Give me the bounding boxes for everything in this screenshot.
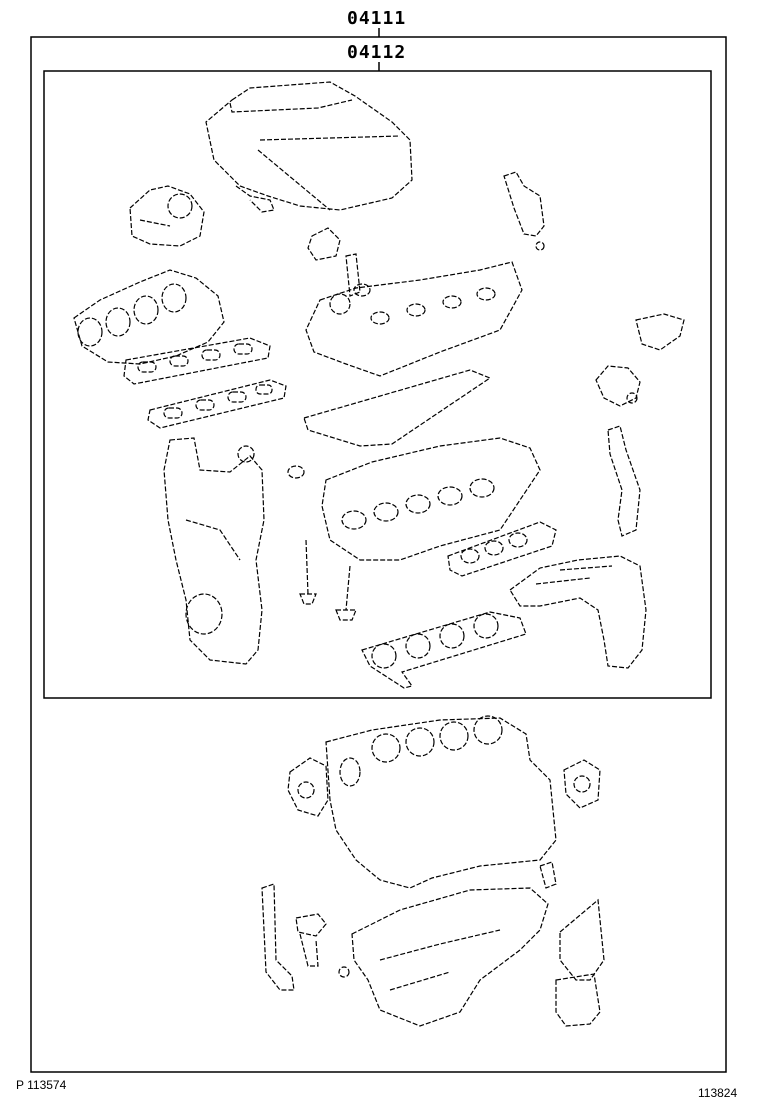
pcv-valve-part — [345, 253, 371, 297]
cylinder-block-part — [325, 715, 557, 889]
rear-plate-gasket-right — [563, 759, 601, 809]
intake-plenum-part — [205, 81, 413, 213]
drain-plug-gasket — [352, 974, 360, 982]
oil-pan-part — [351, 887, 549, 1027]
cylinder-head-part — [321, 437, 541, 561]
timing-cover-part — [163, 437, 265, 665]
exhaust-manifold-part — [509, 555, 647, 669]
intake-manifold-gasket-upper — [123, 337, 271, 385]
crank-front-seal — [138, 620, 170, 648]
bypass-pipe-gasket — [597, 525, 611, 535]
dipstick-guide-part — [261, 883, 295, 991]
water-inlet-part — [635, 313, 685, 351]
outer-kit-frame — [30, 36, 727, 1073]
outer-group-code: 04111 — [347, 8, 407, 29]
exhaust-valve-part — [335, 565, 357, 621]
right-catalog-code: 113824 — [698, 1086, 738, 1100]
o-ring-lower — [143, 249, 169, 269]
left-catalog-code: P 113574 — [16, 1078, 67, 1092]
cam-seal-part — [287, 465, 305, 479]
inner-group-code: 04112 — [347, 42, 407, 63]
head-gasket-part — [361, 611, 527, 689]
o-ring-upper — [181, 160, 209, 184]
oil-pressure-switch-part — [539, 861, 557, 889]
oil-strainer-gasket-part — [295, 913, 327, 967]
intake-manifold-part — [73, 269, 225, 365]
water-pump-gasket-left — [287, 757, 329, 817]
oil-filter-ring — [556, 888, 580, 916]
oil-filter-part — [555, 898, 605, 1027]
exhaust-manifold-gasket — [447, 521, 557, 577]
drain-plug-part — [338, 966, 350, 978]
throttle-body-part — [129, 185, 205, 247]
oil-filler-cap-part — [307, 227, 341, 261]
inner-kit-frame — [43, 70, 712, 699]
fuel-injector-part — [503, 171, 545, 251]
exhaust-flange-gasket — [618, 678, 642, 690]
thermostat-housing-part — [595, 365, 641, 407]
water-inlet-ring — [612, 330, 628, 354]
cam-plug-ring — [303, 478, 317, 490]
valve-cover-gasket — [303, 369, 492, 447]
valve-cover-part — [305, 261, 523, 377]
filler-cap-gasket — [316, 258, 336, 270]
intake-valve-part — [299, 539, 317, 605]
intake-manifold-gasket-lower — [147, 379, 287, 429]
water-bypass-pipe — [607, 425, 641, 537]
